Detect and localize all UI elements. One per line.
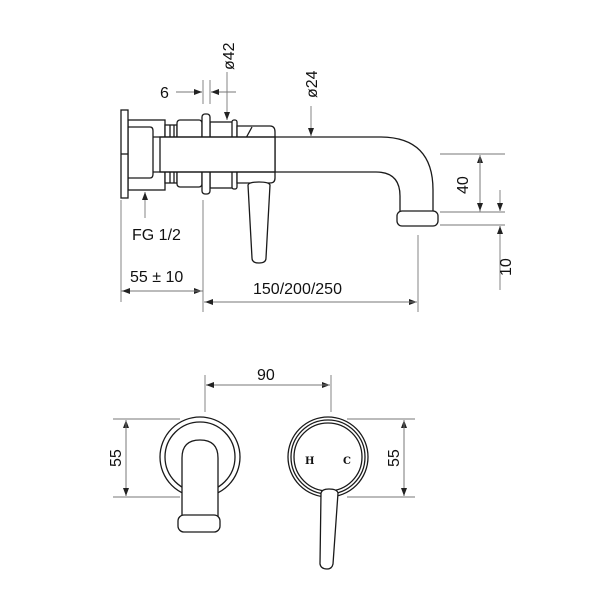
spout-side: [236, 136, 439, 227]
spout-front: [159, 416, 241, 533]
front-view: H C 90 55 55: [108, 367, 415, 570]
dim-spout-plate: 55: [108, 449, 125, 467]
thread-label: FG 1/2: [132, 227, 181, 244]
dim-spout-diameter: ø24: [304, 70, 321, 98]
dim-mixer-plate: 55: [386, 449, 403, 467]
side-view: 6 ø42 ø24 FG 1/2 55 ± 10 150/200/250 40 …: [120, 42, 515, 312]
cold-label: C: [343, 456, 351, 467]
dim-depth: 55 ± 10: [130, 269, 183, 286]
lever-front[interactable]: [319, 488, 339, 570]
lever-side: [247, 181, 271, 264]
dim-aerator: 10: [498, 258, 515, 276]
dim-wall-plate: 6: [160, 85, 169, 102]
dim-spacing: 90: [257, 367, 275, 384]
hot-label: H: [305, 456, 314, 467]
dim-spout-height: 40: [455, 176, 472, 194]
mixer-front: H C: [287, 416, 369, 570]
dim-spout-length: 150/200/250: [253, 281, 342, 298]
dim-body-diameter: ø42: [221, 42, 238, 70]
